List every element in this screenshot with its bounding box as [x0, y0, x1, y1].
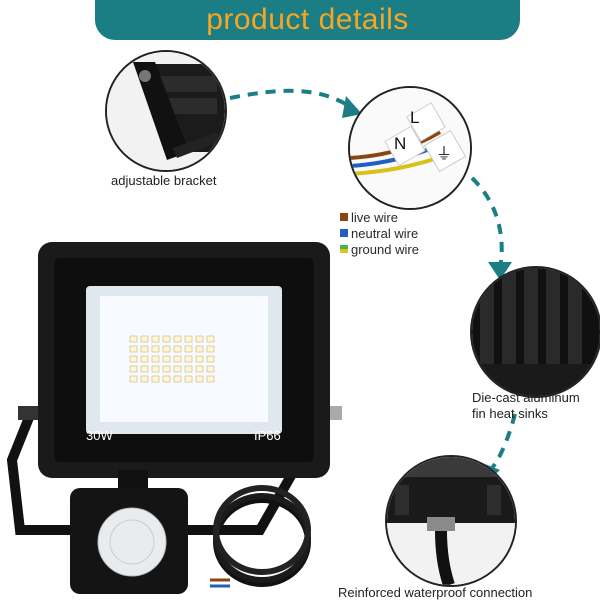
- wiring-closeup: L N ⏚: [348, 86, 472, 210]
- rating-label: IP66: [254, 428, 281, 443]
- legend-swatch-neutral: [340, 229, 348, 237]
- power-label: 30W: [86, 428, 113, 443]
- legend-label-ground: ground wire: [351, 241, 419, 257]
- heatsink-caption-line1: Die-cast aluminum: [472, 390, 580, 405]
- bracket-caption: adjustable bracket: [111, 173, 217, 188]
- legend-swatch-ground: [340, 245, 348, 253]
- floodlight-illustration: [6, 242, 342, 594]
- wire-label-live: L: [410, 108, 420, 127]
- legend-label-live: live wire: [351, 209, 398, 225]
- header-banner: product details: [95, 0, 520, 40]
- legend-item-neutral: neutral wire: [340, 225, 419, 241]
- wire-legend: live wire neutral wire ground wire: [340, 209, 419, 257]
- heatsink-closeup: [470, 266, 600, 398]
- legend-item-live: live wire: [340, 209, 419, 225]
- banner-title: product details: [206, 3, 409, 36]
- connection-caption: Reinforced waterproof connection: [338, 585, 533, 600]
- wire-label-neutral: N: [394, 134, 407, 153]
- connection-closeup: [385, 455, 517, 587]
- legend-swatch-live: [340, 213, 348, 221]
- legend-item-ground: ground wire: [340, 241, 419, 257]
- legend-label-neutral: neutral wire: [351, 225, 419, 241]
- bracket-closeup: [105, 50, 227, 172]
- heatsink-caption-line2: fin heat sinks: [472, 406, 548, 421]
- ground-symbol-icon: ⏚: [436, 146, 453, 163]
- heatsink-caption: Die-cast aluminum fin heat sinks: [472, 390, 580, 422]
